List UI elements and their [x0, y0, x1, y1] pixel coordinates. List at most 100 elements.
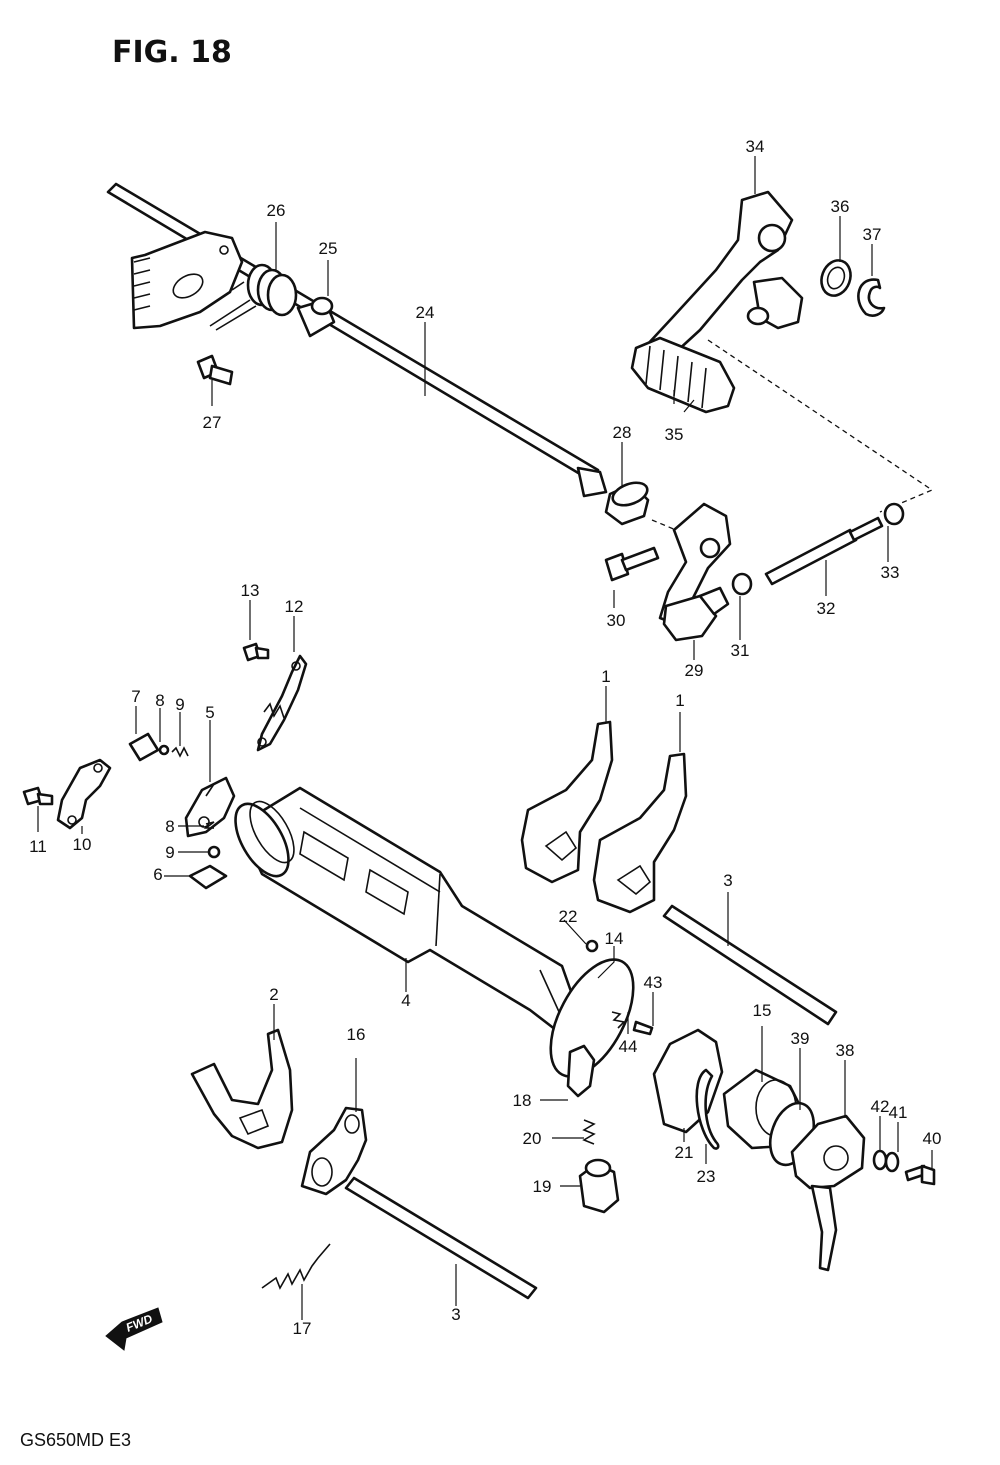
callout-9: 9	[165, 843, 174, 862]
callout-18: 18	[513, 1091, 532, 1110]
callout-43: 43	[644, 973, 663, 992]
callout-29: 29	[685, 661, 704, 680]
callout-27: 27	[203, 413, 222, 432]
callout-38: 38	[836, 1041, 855, 1060]
callout-23: 23	[697, 1167, 716, 1186]
gearshift-shaft-assembly	[106, 182, 608, 498]
callout-34: 34	[746, 137, 765, 156]
callout-37: 37	[863, 225, 882, 244]
pin-18-icon	[566, 1044, 596, 1098]
callout-13: 13	[241, 581, 260, 600]
callout-20: 20	[523, 1129, 542, 1148]
callout-36: 36	[831, 197, 850, 216]
washer-8-icon	[158, 744, 170, 756]
shift-fork-1b	[592, 752, 688, 914]
gearshift-shaft-end	[576, 466, 608, 498]
callout-10: 10	[73, 835, 92, 854]
callout-4: 4	[401, 991, 410, 1010]
pin-7-icon	[128, 732, 160, 762]
model-code: GS650MD E3	[20, 1430, 131, 1450]
callout-25: 25	[319, 239, 338, 258]
gearshift-shaft	[106, 182, 600, 482]
cam-guide-10	[56, 758, 112, 830]
pin-22-icon	[585, 939, 599, 953]
shift-fork-1a	[520, 720, 614, 884]
callout-12: 12	[285, 597, 304, 616]
callout-8: 8	[155, 691, 164, 710]
callout-16: 16	[347, 1025, 366, 1044]
callout-32: 32	[817, 599, 836, 618]
callout-33: 33	[881, 563, 900, 582]
callout-24: 24	[416, 303, 435, 322]
circlip-37-icon	[857, 278, 886, 317]
callout-17: 17	[293, 1319, 312, 1338]
callout-42: 42	[871, 1097, 890, 1116]
callout-41: 41	[889, 1103, 908, 1122]
nut-31-icon	[731, 572, 753, 596]
callout-21: 21	[675, 1143, 694, 1162]
circlip-23-icon	[695, 1068, 720, 1150]
callout-8: 8	[165, 817, 174, 836]
callout-14: 14	[605, 929, 624, 948]
callout-1: 1	[675, 691, 684, 710]
retainer-plate-21	[652, 1028, 724, 1134]
cam-driven-gear-16	[300, 1106, 368, 1196]
bolt-27-icon	[196, 354, 234, 386]
footrest-rubber	[630, 336, 736, 414]
fork-shaft-upper	[662, 904, 838, 1026]
gearshift-link-arm	[651, 502, 732, 642]
callout-44: 44	[619, 1037, 638, 1056]
callout-7: 7	[131, 687, 140, 706]
cam-stopper-5	[184, 776, 236, 838]
callout-1: 1	[601, 667, 610, 686]
callout-26: 26	[267, 201, 286, 220]
collar-28-icon	[604, 481, 650, 526]
spring-9-icon	[171, 746, 189, 758]
forward-direction-icon: FWD	[105, 1307, 163, 1351]
shift-sector-plate	[130, 230, 244, 330]
screw-40-icon	[904, 1164, 936, 1186]
callout-39: 39	[791, 1029, 810, 1048]
bolt-30-icon	[604, 546, 660, 582]
fork-shaft-lower	[344, 1176, 538, 1300]
gearshift-lever-assembly	[630, 190, 934, 513]
screw-11-icon	[22, 786, 54, 806]
washer-8b-icon	[207, 845, 221, 859]
callout-6: 6	[153, 865, 162, 884]
callout-2: 2	[269, 985, 278, 1004]
ring-14-icon	[549, 958, 635, 1078]
callout-40: 40	[923, 1129, 942, 1148]
callout-3: 3	[723, 871, 732, 890]
plug-19-icon	[578, 1158, 620, 1214]
spring-17-icon	[261, 1243, 331, 1290]
pin-43-icon	[632, 1020, 654, 1036]
callout-3: 3	[451, 1305, 460, 1324]
callout-28: 28	[613, 423, 632, 442]
callout-5: 5	[205, 703, 214, 722]
callout-19: 19	[533, 1177, 552, 1196]
washer-41-icon	[884, 1151, 900, 1173]
screw-13-icon	[242, 642, 270, 662]
plate-6-icon	[188, 864, 228, 890]
callout-15: 15	[753, 1001, 772, 1020]
callout-11: 11	[29, 837, 47, 856]
cam-stopper-plate-12	[256, 654, 308, 752]
leader-lines	[37, 156, 933, 1320]
spring-20-icon	[582, 1119, 596, 1145]
washer-36-icon	[820, 259, 852, 297]
callout-31: 31	[731, 641, 750, 660]
shift-fork-2	[190, 1028, 294, 1150]
spring-9b-icon	[203, 821, 215, 829]
shift-rod-32-icon	[764, 516, 884, 586]
neutral-switch-38	[790, 1114, 866, 1272]
washer-42-icon	[872, 1149, 888, 1171]
callout-9: 9	[175, 695, 184, 714]
gearshift-lever	[644, 190, 794, 360]
spring-44-icon	[611, 1011, 626, 1029]
callout-30: 30	[607, 611, 626, 630]
callout-22: 22	[559, 907, 578, 926]
callout-35: 35	[665, 425, 684, 444]
return-spring-coils	[209, 263, 298, 331]
